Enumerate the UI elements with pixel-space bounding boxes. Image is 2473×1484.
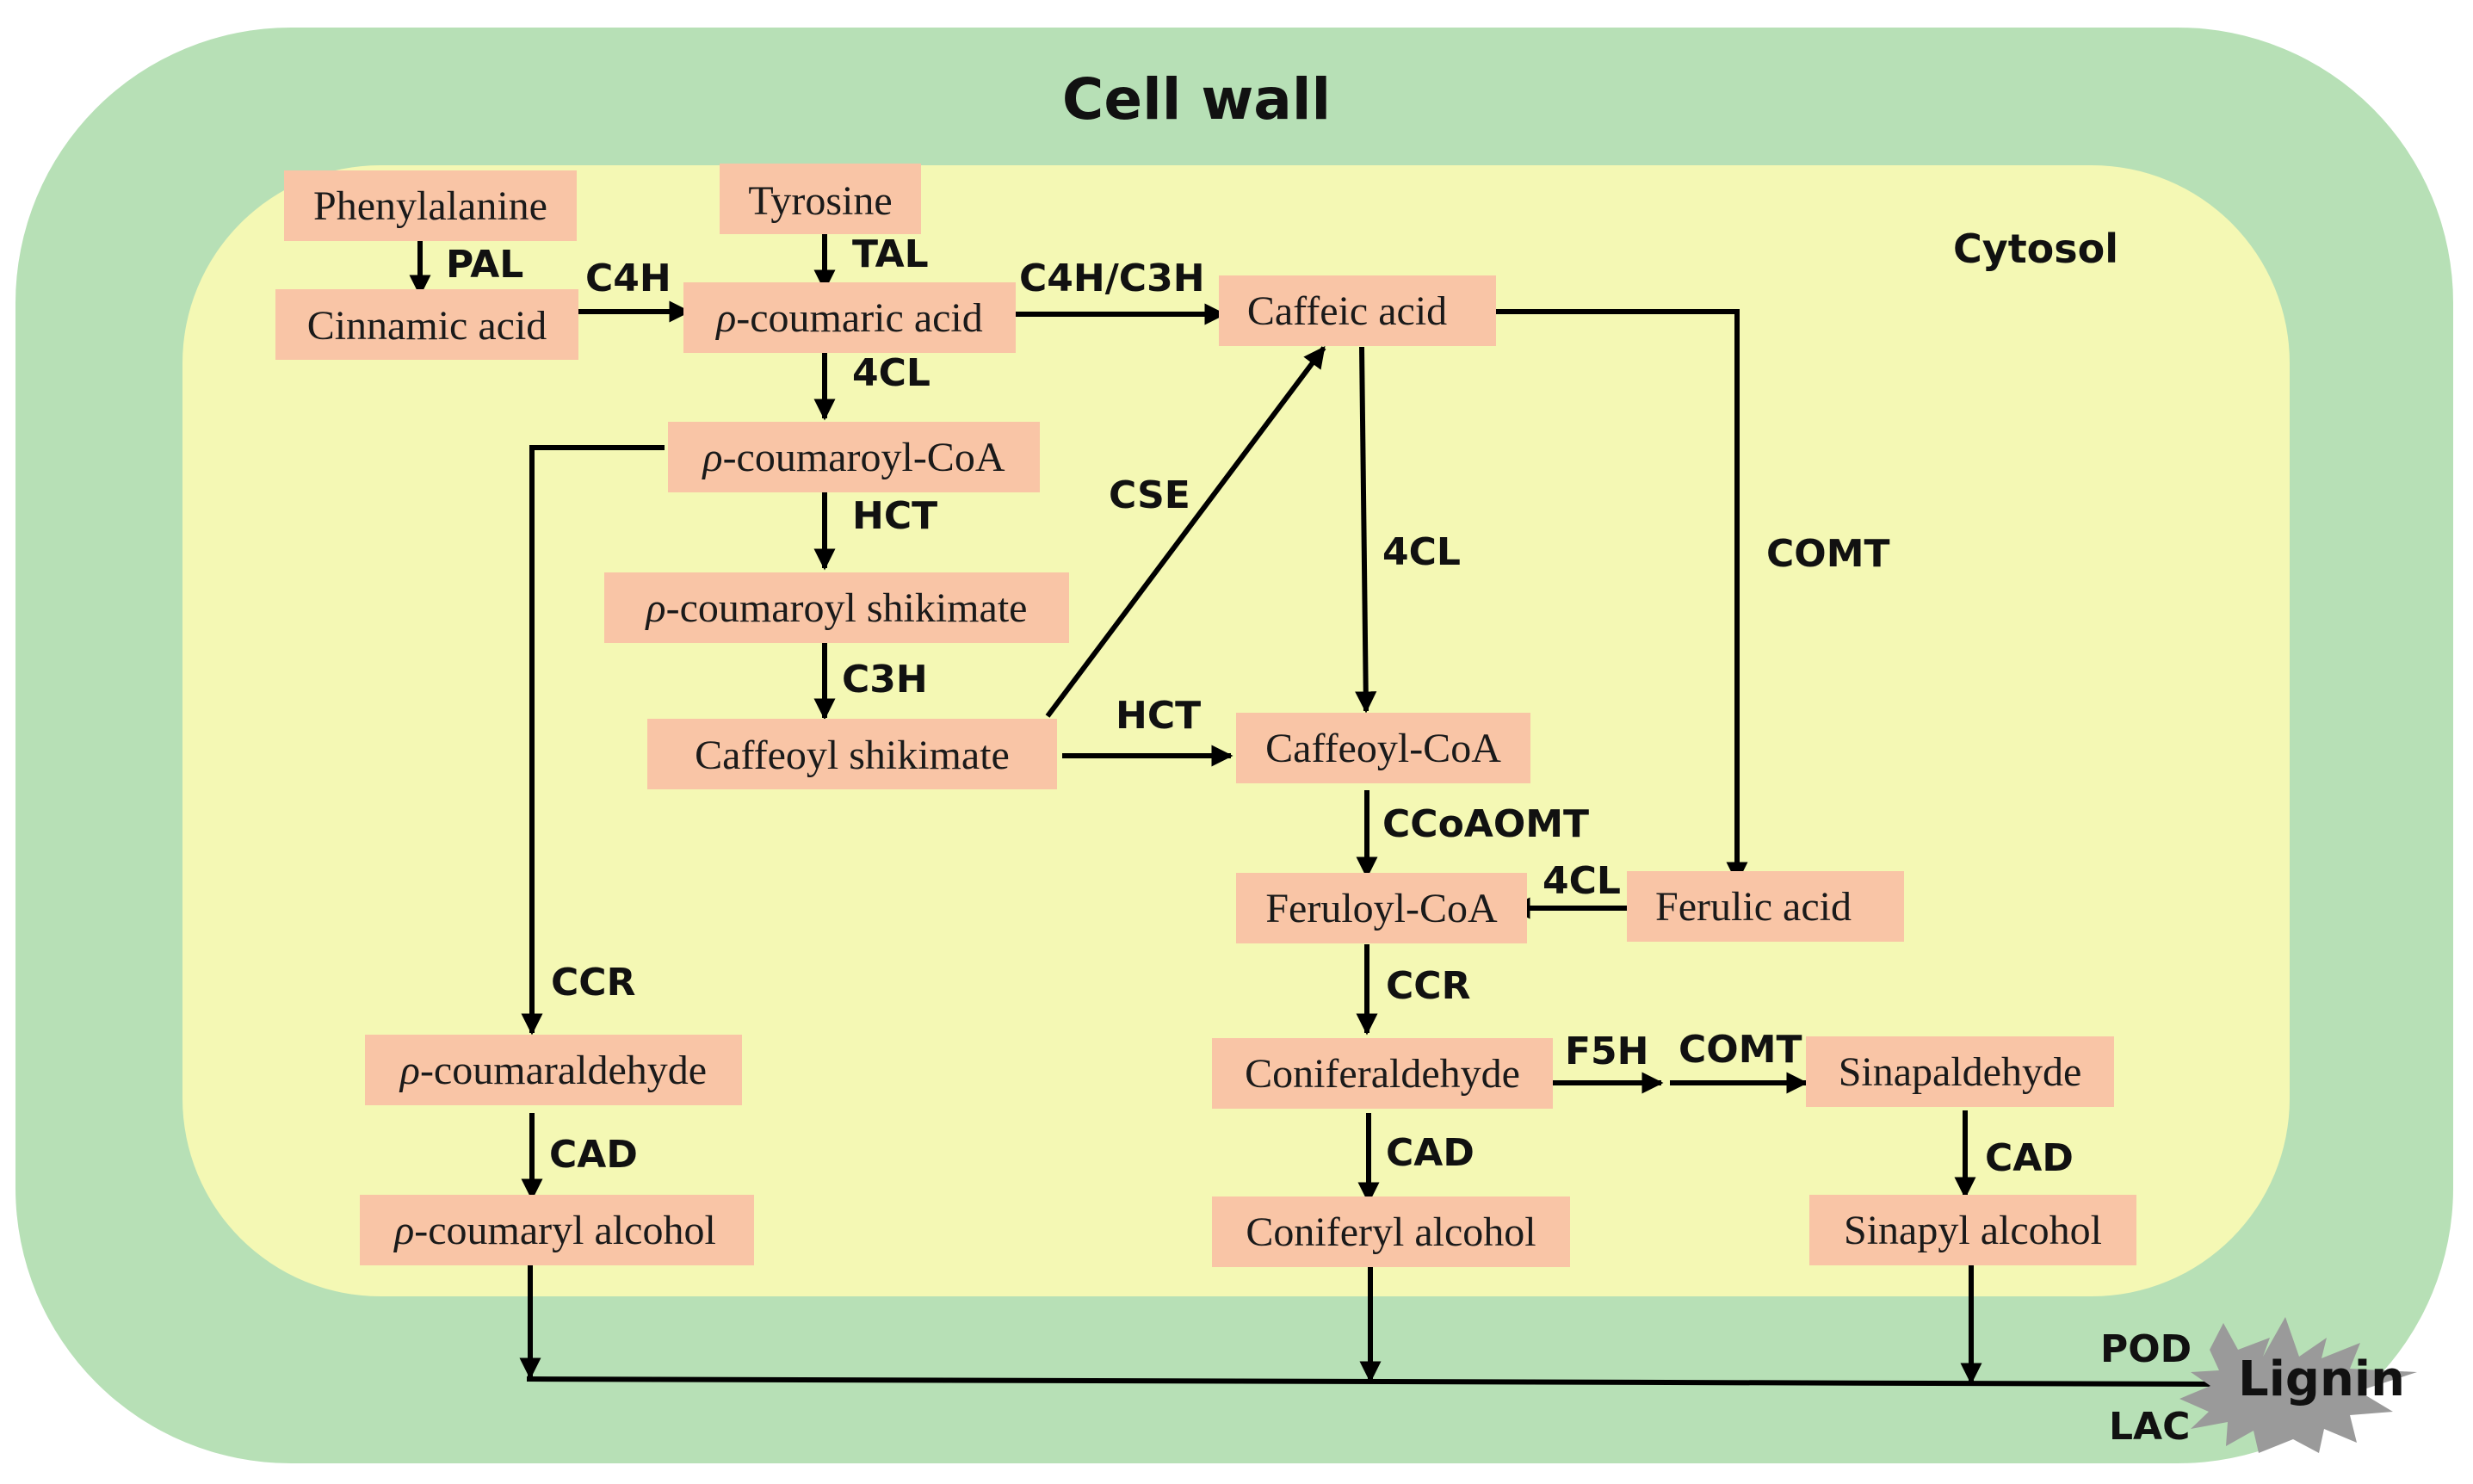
enzyme-comt-right: COMT <box>1766 532 1890 576</box>
node-tyrosine: Tyrosine <box>720 164 921 234</box>
svg-text:Caffeoyl-CoA: Caffeoyl-CoA <box>1265 726 1501 771</box>
enzyme-hct-mid: HCT <box>1116 694 1201 738</box>
node-caffeic-acid: Caffeic acid <box>1219 275 1496 346</box>
node-coniferyl-alcohol: Coniferyl alcohol <box>1212 1196 1570 1267</box>
enzyme-ccr-left: CCR <box>551 961 635 1005</box>
node-sinapyl-alcohol: Sinapyl alcohol <box>1809 1195 2136 1265</box>
arrow-caffeoylshikimate-caffeic <box>1045 345 1326 718</box>
node-coniferaldehyde: Coniferaldehyde <box>1212 1038 1553 1109</box>
enzyme-pal: PAL <box>446 243 523 287</box>
arrow-to-lignin <box>526 1373 2230 1395</box>
enzyme-4cl-ferulic: 4CL <box>1543 859 1621 903</box>
node-caffeoyl-shikimate: Caffeoyl shikimate <box>647 719 1057 789</box>
enzyme-cad-right: CAD <box>1985 1136 2074 1180</box>
svg-text:ρ-coumaric acid: ρ-coumaric acid <box>714 295 983 341</box>
node-ferulic-acid: Ferulic acid <box>1627 871 1904 942</box>
node-p-coumaric-acid: ρ-coumaric acid <box>683 282 1016 353</box>
enzyme-labels: PAL TAL C4H C4H/C3H 4CL HCT CSE 4CL COMT… <box>446 232 2192 1449</box>
node-phenylalanine: Phenylalanine <box>284 170 577 241</box>
svg-text:Feruloyl-CoA: Feruloyl-CoA <box>1265 886 1498 931</box>
node-feruloyl-coa: Feruloyl-CoA <box>1236 873 1527 943</box>
svg-text:Ferulic acid: Ferulic acid <box>1655 884 1852 930</box>
node-p-coumaraldehyde: ρ-coumaraldehyde <box>365 1035 742 1105</box>
pathway-arrows <box>409 234 2230 1395</box>
node-p-coumaroyl-shikimate: ρ-coumaroyl shikimate <box>604 572 1069 643</box>
enzyme-ccoaomt: CCoAOMT <box>1382 802 1589 846</box>
lignin-starburst <box>2179 1317 2417 1453</box>
enzyme-tal: TAL <box>852 232 929 276</box>
enzyme-cse: CSE <box>1109 473 1190 517</box>
arrow-coumaroylcoa-coumaraldehyde <box>521 445 665 1036</box>
arrow-caffeic-ferulic <box>1455 309 1748 884</box>
enzyme-c4h: C4H <box>585 257 671 300</box>
cell-wall-label: Cell wall <box>1062 66 1331 133</box>
enzyme-pod: POD <box>2100 1327 2192 1371</box>
svg-text:ρ-coumaryl alcohol: ρ-coumaryl alcohol <box>393 1208 716 1253</box>
enzyme-f5h: F5H <box>1565 1030 1649 1073</box>
enzyme-cad-left: CAD <box>549 1133 638 1177</box>
svg-text:Coniferaldehyde: Coniferaldehyde <box>1245 1051 1520 1097</box>
svg-text:ρ-coumaraldehyde: ρ-coumaraldehyde <box>399 1048 707 1093</box>
node-p-coumaroyl-coa: ρ-coumaroyl-CoA <box>668 422 1040 492</box>
svg-text:ρ-coumaroyl shikimate: ρ-coumaroyl shikimate <box>645 585 1028 631</box>
enzyme-4cl-top: 4CL <box>852 351 930 395</box>
enzyme-cad-mid: CAD <box>1386 1131 1475 1175</box>
enzyme-ccr-mid: CCR <box>1386 964 1470 1008</box>
enzyme-4cl-mid: 4CL <box>1382 530 1461 574</box>
node-lignin: Lignin <box>2179 1317 2417 1453</box>
svg-text:Cinnamic acid: Cinnamic acid <box>307 303 547 349</box>
svg-text:Caffeoyl shikimate: Caffeoyl shikimate <box>695 733 1010 778</box>
svg-text:Phenylalanine: Phenylalanine <box>313 183 547 229</box>
node-p-coumaryl-alcohol: ρ-coumaryl alcohol <box>360 1195 754 1265</box>
node-sinapaldehyde: Sinapaldehyde <box>1806 1036 2114 1107</box>
enzyme-c3h: C3H <box>842 658 928 702</box>
enzyme-hct-top: HCT <box>852 494 937 538</box>
svg-text:Sinapaldehyde: Sinapaldehyde <box>1839 1049 2082 1095</box>
svg-text:Sinapyl alcohol: Sinapyl alcohol <box>1844 1208 2102 1253</box>
enzyme-lac: LAC <box>2109 1405 2190 1449</box>
enzyme-c4h-c3h: C4H/C3H <box>1019 257 1205 300</box>
node-caffeoyl-coa: Caffeoyl-CoA <box>1236 713 1530 783</box>
arrow-caffeic-caffeoylcoa <box>1355 346 1377 714</box>
svg-text:Tyrosine: Tyrosine <box>748 178 892 224</box>
svg-text:Coniferyl alcohol: Coniferyl alcohol <box>1246 1209 1536 1255</box>
lignin-label: Lignin <box>2238 1351 2405 1407</box>
enzyme-comt-bottom: COMT <box>1679 1028 1802 1072</box>
cytosol-label: Cytosol <box>1953 226 2118 272</box>
svg-text:ρ-coumaroyl-CoA: ρ-coumaroyl-CoA <box>702 435 1005 480</box>
node-cinnamic-acid: Cinnamic acid <box>275 289 578 360</box>
svg-text:Caffeic acid: Caffeic acid <box>1247 288 1447 334</box>
